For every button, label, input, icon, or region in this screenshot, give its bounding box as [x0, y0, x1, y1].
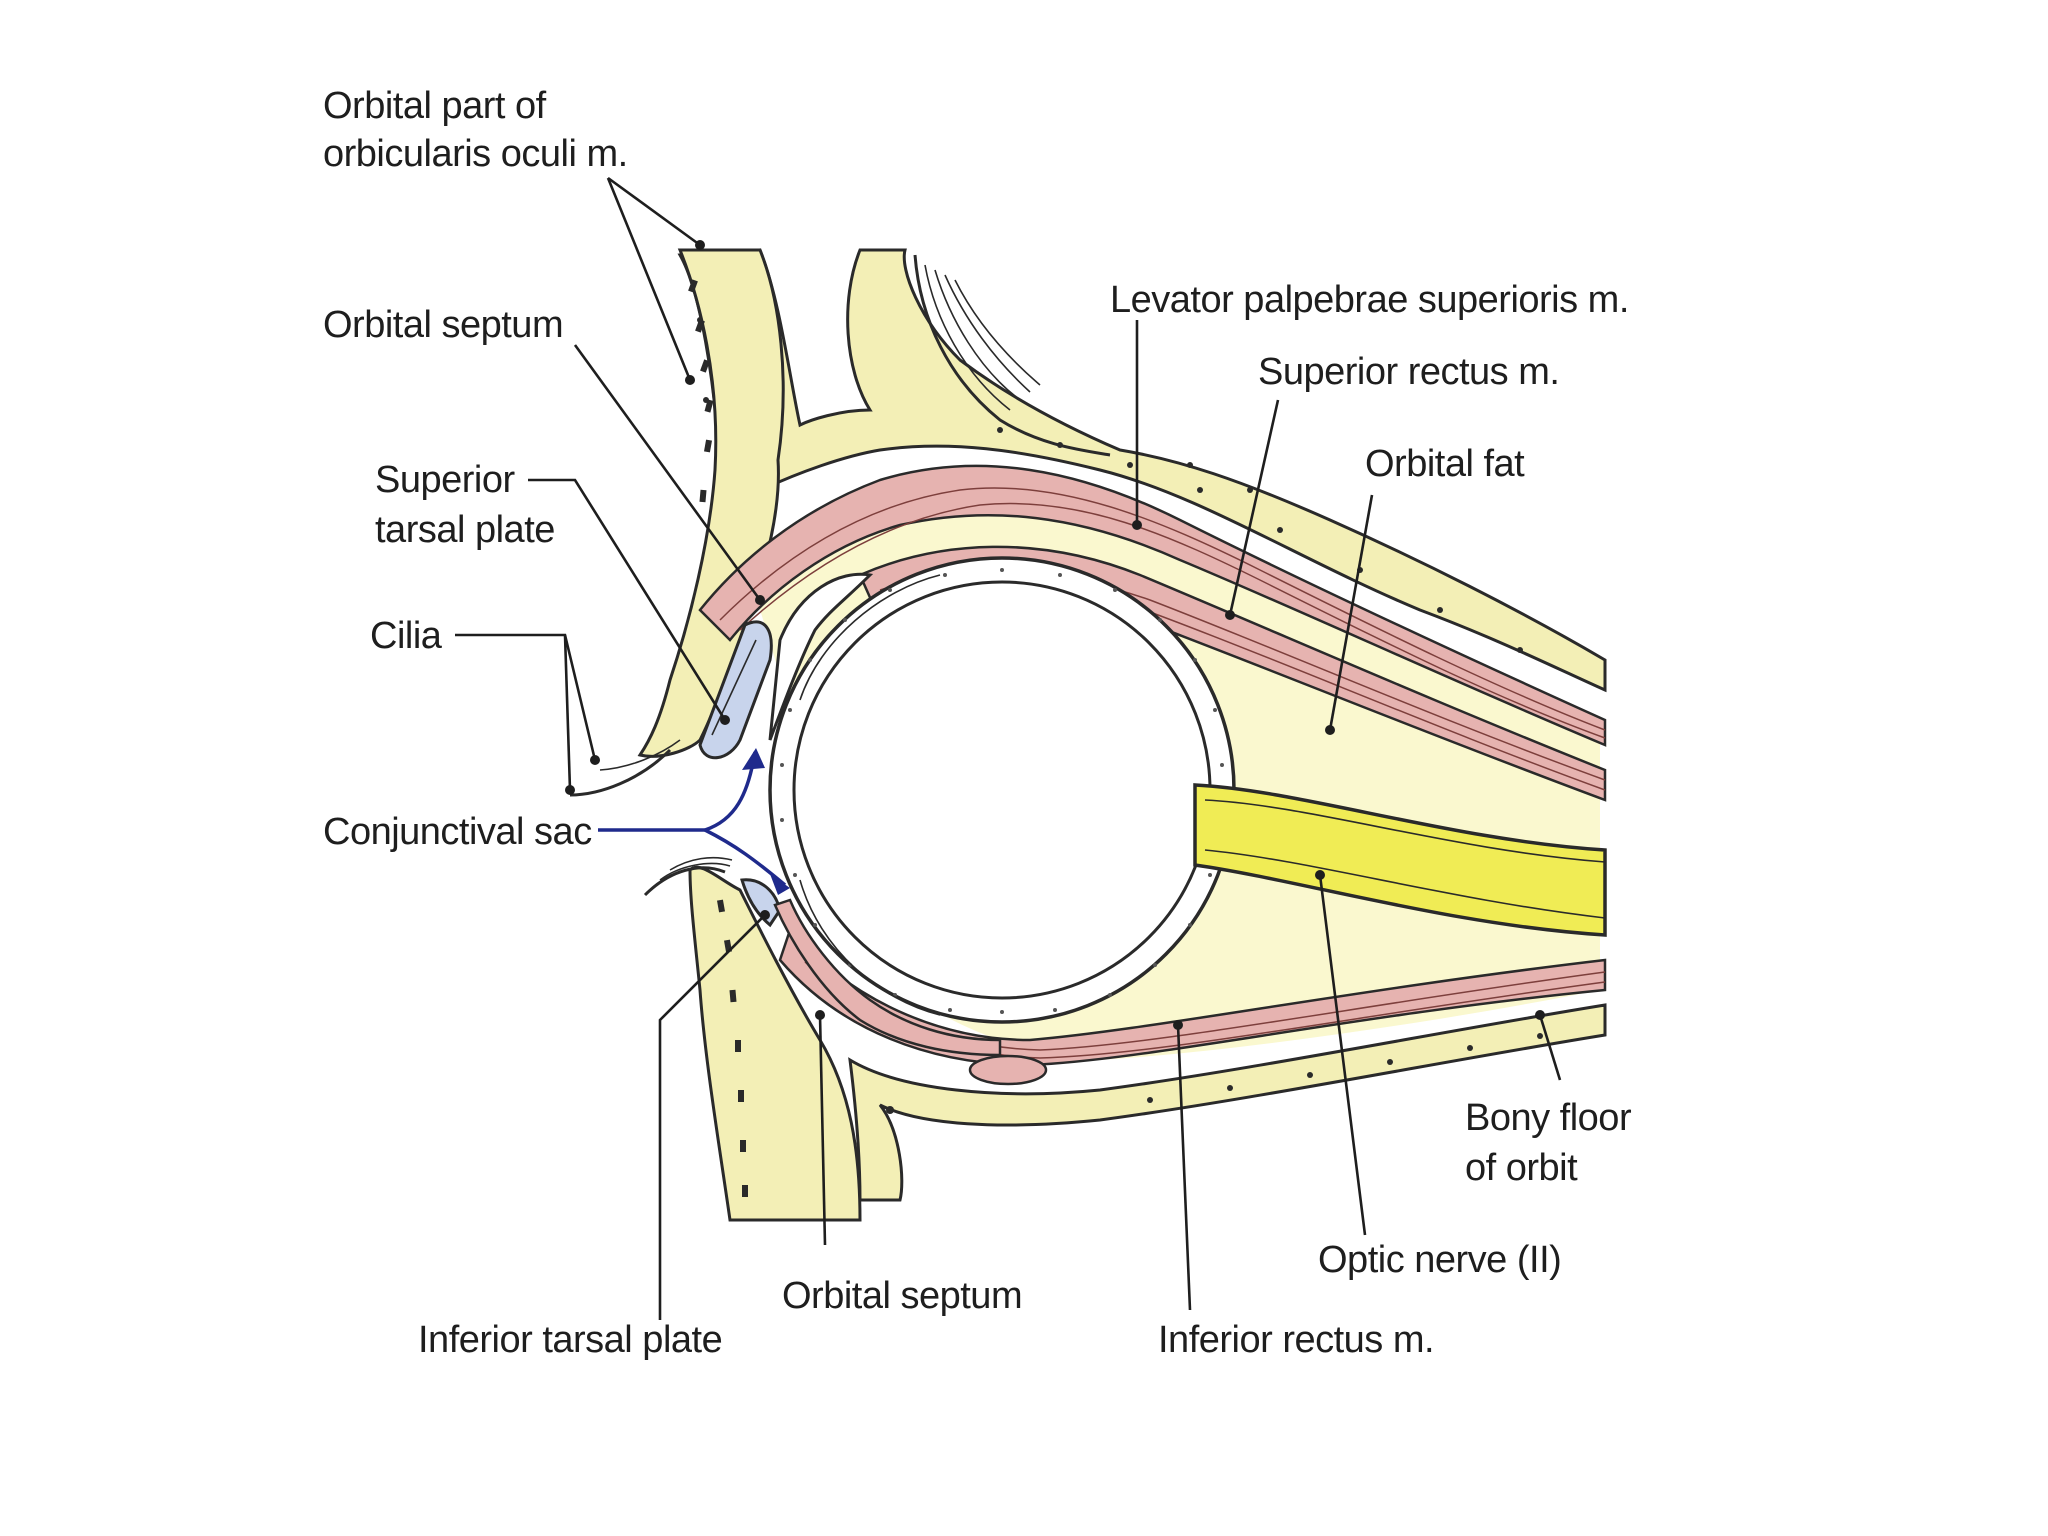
label-inferior-tarsal: Inferior tarsal plate [418, 1319, 722, 1361]
label-superior-tarsal-line2: tarsal plate [375, 509, 555, 551]
orbicularis-fibers [688, 279, 714, 503]
label-levator: Levator palpebrae superioris m. [1110, 279, 1629, 321]
conjunctival-arrowhead-down [770, 874, 790, 895]
label-superior-tarsal-line1: Superior [375, 459, 515, 501]
leader-lines [455, 176, 1562, 1320]
leader-dots [565, 240, 1545, 1030]
label-bony-floor-line1: Bony floor [1465, 1097, 1632, 1139]
bulbar-conjunctiva-upper [799, 574, 941, 701]
levator-striations [719, 487, 1606, 739]
inferior-rectus-muscle [778, 927, 1607, 1067]
optic-nerve-texture [1204, 799, 1606, 919]
orbital-roof-bone [677, 248, 1607, 693]
label-orbital-fat: Orbital fat [1365, 443, 1525, 485]
inferior-oblique-section [968, 1054, 1048, 1086]
optic-nerve [1193, 783, 1607, 937]
label-optic-nerve: Optic nerve (II) [1318, 1239, 1561, 1281]
label-superior-rectus: Superior rectus m. [1258, 351, 1559, 393]
floor-bone-texture [886, 1033, 1543, 1114]
label-orbicularis-line2: orbicularis oculi m. [323, 133, 628, 175]
lower-eyelid [688, 865, 862, 1222]
upper-eyelid [637, 248, 785, 758]
label-orbital-septum-lower: Orbital septum [782, 1275, 1022, 1317]
orbital-floor-bone [848, 1003, 1607, 1202]
upper-cilia [569, 739, 681, 797]
eyeball-inner [792, 580, 1212, 1000]
label-orbital-septum-upper: Orbital septum [323, 304, 563, 346]
conjunctival-arrowhead-up [742, 748, 765, 770]
label-inferior-rectus: Inferior rectus m. [1158, 1319, 1434, 1361]
lower-lid-retractor [773, 898, 1002, 1057]
inferior-tarsal-plate [740, 878, 782, 928]
frontal-sinus-lines [913, 254, 1111, 457]
label-bony-floor-line2: of orbit [1465, 1147, 1578, 1189]
label-cilia: Cilia [370, 615, 443, 657]
lower-orbicularis-fibers [717, 899, 748, 1197]
upper-fornix [768, 572, 874, 741]
bulbar-conjunctiva-lower [799, 879, 941, 1016]
lower-cilia [643, 856, 733, 897]
label-orbicularis-line1: Orbital part of [323, 85, 547, 127]
label-conjunctival-sac: Conjunctival sac [323, 811, 592, 853]
